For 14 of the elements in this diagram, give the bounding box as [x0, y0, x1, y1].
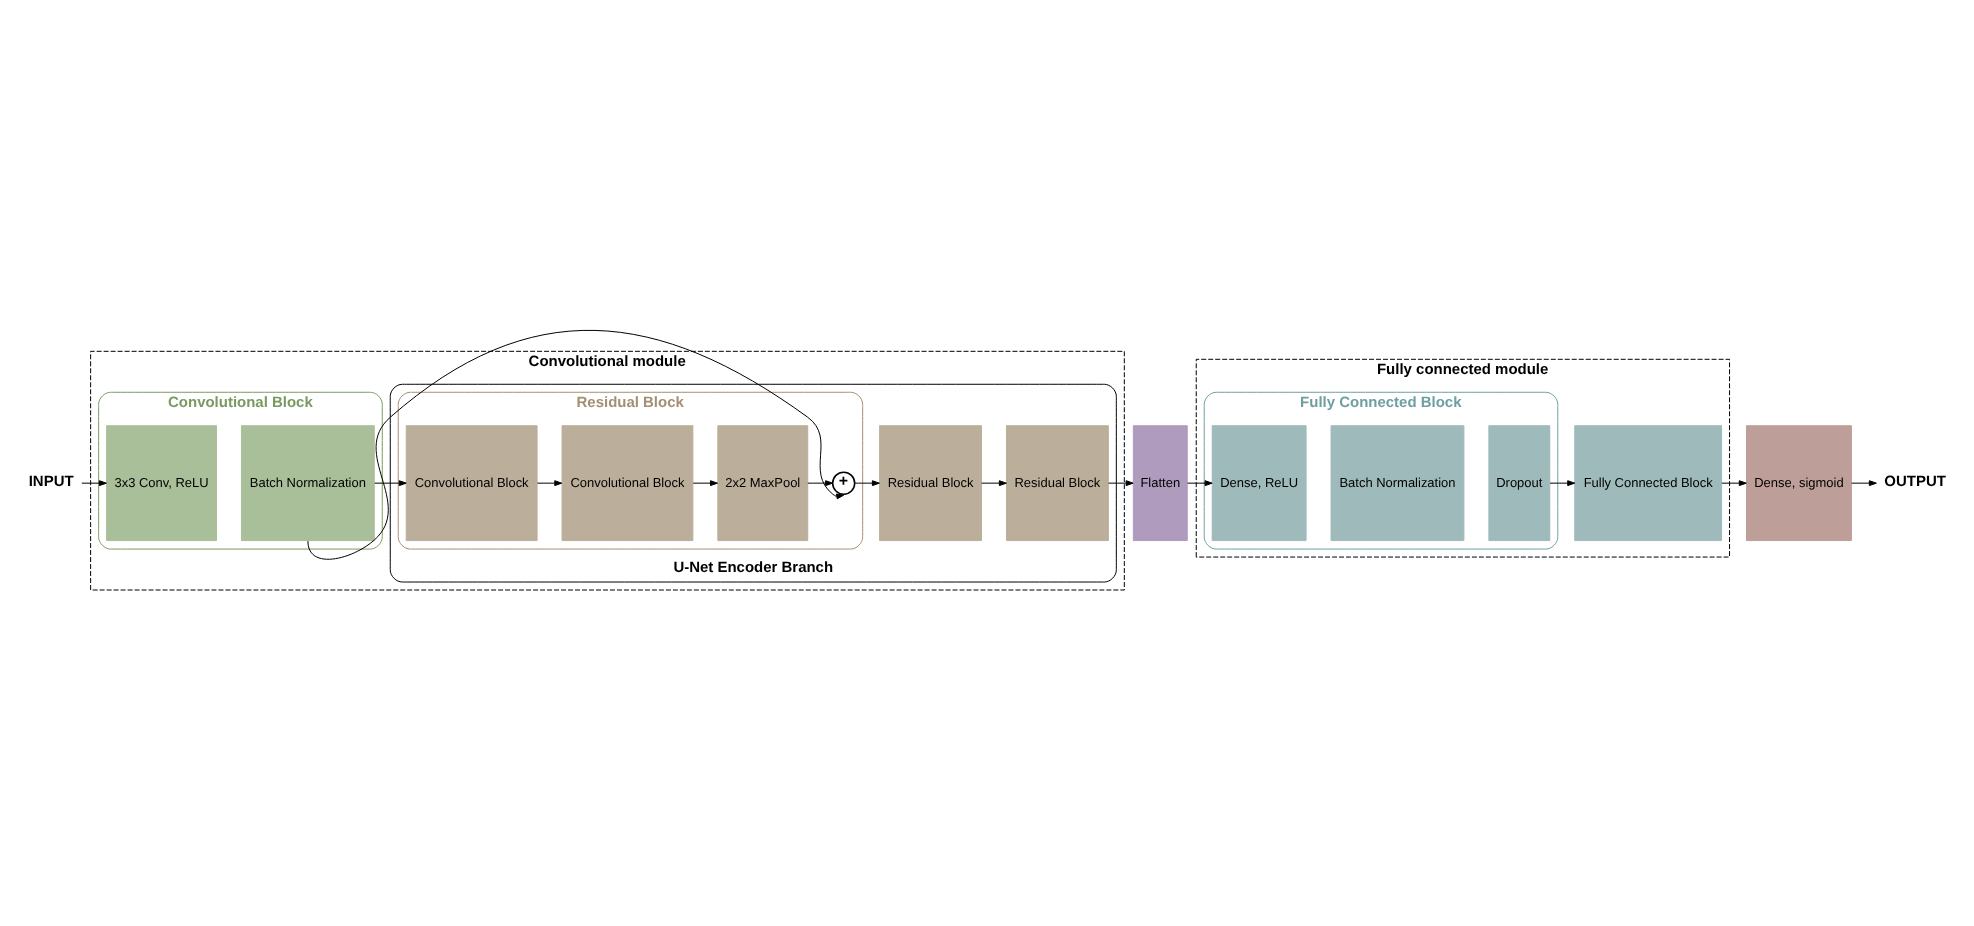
node-circle: + [831, 470, 856, 494]
arrow [374, 479, 407, 486]
arrow [1187, 479, 1213, 486]
arrow [1108, 479, 1134, 486]
arrow [854, 479, 880, 486]
arrow [1721, 479, 1747, 486]
arrow [536, 479, 563, 486]
arrow [307, 328, 845, 559]
arrow [81, 479, 107, 486]
arrow [807, 479, 834, 486]
arrow [1851, 479, 1877, 486]
arrow [1549, 479, 1576, 486]
arrow [981, 479, 1007, 486]
arrow [692, 479, 718, 486]
